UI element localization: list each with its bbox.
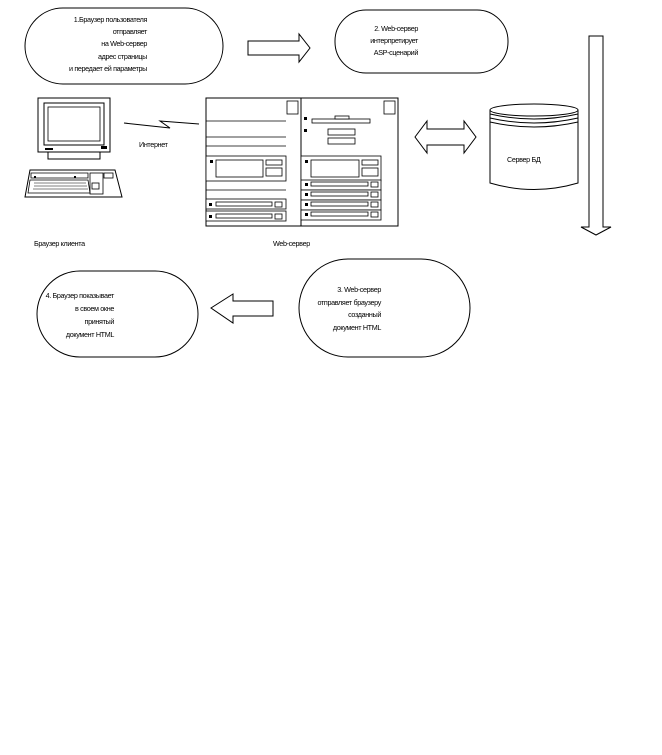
step-1-line-2: отправляет [113,27,148,36]
step-4-line-3: принятый [85,317,115,326]
step-3-line-4: документ HTML [333,323,381,332]
step-1-line-4: адрес страницы [98,52,147,61]
step-3-line-3: созданный [348,310,381,319]
web-server-icon [205,97,399,227]
server-label: Web-сервер [273,239,310,248]
step-2-line-3: ASP-сценарий [374,48,419,57]
double-arrow-icon [414,119,477,155]
client-label: Браузер клиента [34,239,85,248]
step-4-bubble: 4. Браузер показывает в своем окне приня… [36,270,199,358]
internet-link-icon [123,120,200,129]
step-3-bubble: 3. Web-сервер отправляет браузеру создан… [298,258,471,358]
arrow-down-icon [580,35,612,236]
step-3-line-2: отправляет браузеру [317,298,381,307]
step-2-bubble: 2. Web-сервер интерпретирует ASP-сценари… [334,9,509,74]
arrow-right-icon [247,32,311,64]
step-2-line-1: 2. Web-сервер [374,24,418,33]
database-icon [489,103,579,190]
step-2-line-2: интерпретирует [370,36,419,45]
step-1-line-5: и передает ей параметры [69,64,147,73]
db-label: Сервер БД [507,155,541,164]
step-4-line-4: документ HTML [66,330,114,339]
step-1-line-1: 1.Браузер пользователя [74,15,148,24]
internet-label: Интернет [139,140,169,149]
step-1-bubble: 1.Браузер пользователя отправляет на Web… [24,7,224,85]
step-4-line-1: 4. Браузер показывает [46,291,115,300]
step-4-line-2: в своем окне [75,304,114,313]
step-1-line-3: на Web-сервер [101,39,147,48]
arrow-left-icon [210,293,274,324]
step-3-line-1: 3. Web-сервер [337,285,381,294]
client-computer-icon [24,97,123,198]
